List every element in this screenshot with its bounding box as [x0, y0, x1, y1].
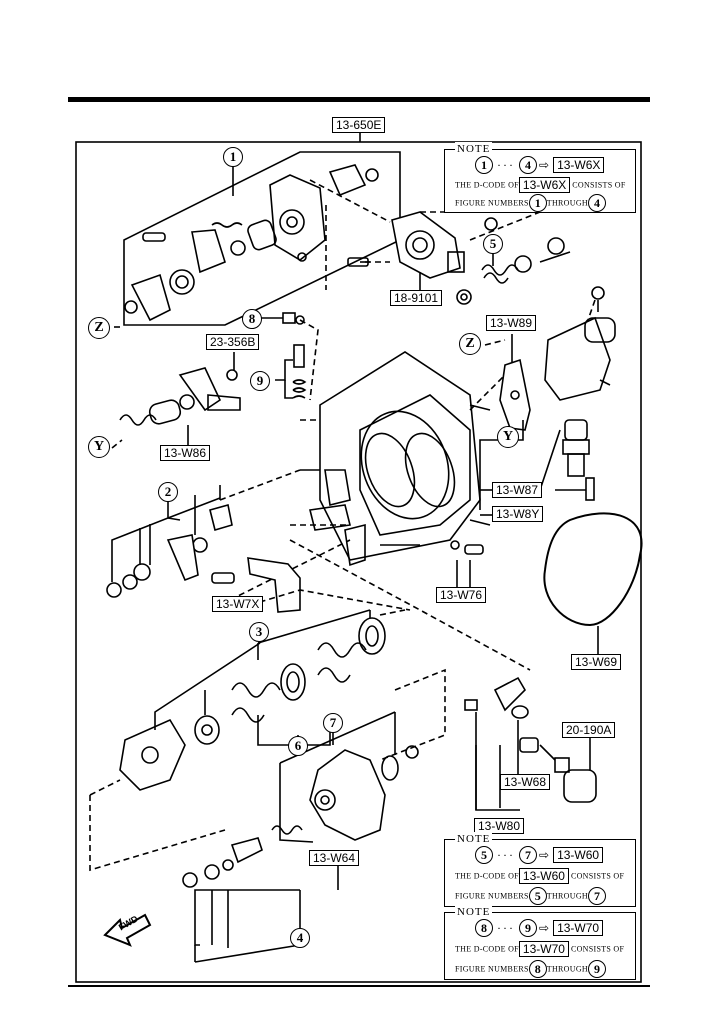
- callout-z-left: Z: [88, 317, 110, 339]
- note-text: THROUGH: [546, 964, 588, 974]
- label-13-w68: 13-W68: [500, 774, 551, 790]
- sensor-part: [347, 211, 498, 290]
- note-to: 9: [588, 960, 606, 978]
- note-text: THE D-CODE OF: [455, 871, 519, 881]
- bracket-13-w89: [499, 334, 531, 431]
- callout-6: 6: [288, 736, 308, 756]
- callout-9: 9: [250, 371, 270, 391]
- part-8-bolt: [282, 312, 305, 325]
- label-13-650e: 13-650E: [332, 117, 386, 133]
- group-9-parts: [292, 344, 307, 399]
- group-13-w80-parts: [464, 676, 597, 803]
- note-text: FIGURE NUMBERS: [455, 891, 529, 901]
- note-to: 4: [588, 194, 606, 212]
- note-title: NOTE: [455, 142, 493, 156]
- note-code: 13-W60: [553, 847, 604, 863]
- note-code: 13-W6X: [553, 157, 605, 173]
- part-13-w76: [450, 540, 484, 555]
- label-13-w80: 13-W80: [474, 818, 525, 834]
- label-13-w69: 13-W69: [571, 654, 622, 670]
- note-code: 13-W70: [553, 920, 604, 936]
- throttle-body: [300, 351, 491, 567]
- callout-3: 3: [249, 622, 269, 642]
- label-18-9101: 18-9101: [390, 290, 443, 306]
- bracket-13-w7x: [211, 557, 301, 613]
- note-from: 1: [528, 194, 547, 212]
- callout-y-left: Y: [88, 436, 110, 458]
- label-13-w87: 13-W87: [492, 482, 543, 498]
- note-to: 9: [519, 919, 537, 937]
- gasket-13-w69: [543, 512, 643, 627]
- label-13-w7x: 13-W7X: [212, 596, 264, 612]
- note-from: 5: [528, 887, 547, 905]
- note-code: 13-W6X: [518, 177, 571, 193]
- label-13-w86: 13-W86: [160, 445, 211, 461]
- note-text: CONSISTS OF: [572, 180, 626, 190]
- note-code: 13-W60: [518, 868, 569, 884]
- note-text: FIGURE NUMBERS: [455, 198, 529, 208]
- note-title: NOTE: [455, 905, 493, 919]
- note-text: THE D-CODE OF: [455, 180, 519, 190]
- note-text: THROUGH: [546, 198, 588, 208]
- note-to: 4: [519, 156, 537, 174]
- note-text: CONSISTS OF: [570, 871, 625, 881]
- note-title: NOTE: [455, 832, 493, 846]
- label-23-356b: 23-356B: [206, 334, 260, 350]
- top-rule: [68, 97, 650, 102]
- label-13-w89: 13-W89: [486, 315, 537, 331]
- note-text: THROUGH: [546, 891, 588, 901]
- label-20-190a: 20-190A: [562, 722, 616, 738]
- group-4-parts: [182, 837, 263, 888]
- note-from: 5: [475, 846, 493, 864]
- callout-5: 5: [483, 234, 503, 254]
- group-2-parts: [106, 503, 233, 598]
- note-to: 7: [519, 846, 537, 864]
- note-text: CONSISTS OF: [570, 944, 625, 954]
- throttle-body-dashes: [219, 369, 531, 671]
- group-1-parts: [124, 164, 379, 322]
- outer-frame: [75, 141, 642, 983]
- sensor-13-w87: [562, 419, 595, 501]
- note-text: THE D-CODE OF: [455, 944, 519, 954]
- note-from: 1: [475, 156, 493, 174]
- note-from: 8: [528, 960, 547, 978]
- group-7-parts: [271, 745, 419, 841]
- group-5-parts: [456, 237, 571, 305]
- note-code: 13-W70: [518, 941, 569, 957]
- callout-4: 4: [290, 928, 310, 948]
- note-text: FIGURE NUMBERS: [455, 964, 529, 974]
- callout-y-right: Y: [497, 426, 519, 448]
- label-13-w8y: 13-W8Y: [492, 506, 544, 522]
- label-13-w64: 13-W64: [309, 850, 360, 866]
- note-from: 8: [475, 919, 493, 937]
- group-3-parts: [119, 617, 386, 791]
- group-3-dashes: [89, 589, 446, 872]
- group-1-dashes: [112, 179, 391, 328]
- fwd-arrow: [103, 913, 152, 947]
- callout-1: 1: [223, 147, 243, 167]
- solenoid-valve: [544, 286, 616, 401]
- callout-z-right: Z: [459, 333, 481, 355]
- callout-8: 8: [242, 309, 262, 329]
- group-23-356b-parts: [119, 367, 241, 426]
- callout-2: 2: [158, 482, 178, 502]
- label-13-w76: 13-W76: [436, 587, 487, 603]
- callout-7: 7: [323, 713, 343, 733]
- note-to: 7: [588, 887, 606, 905]
